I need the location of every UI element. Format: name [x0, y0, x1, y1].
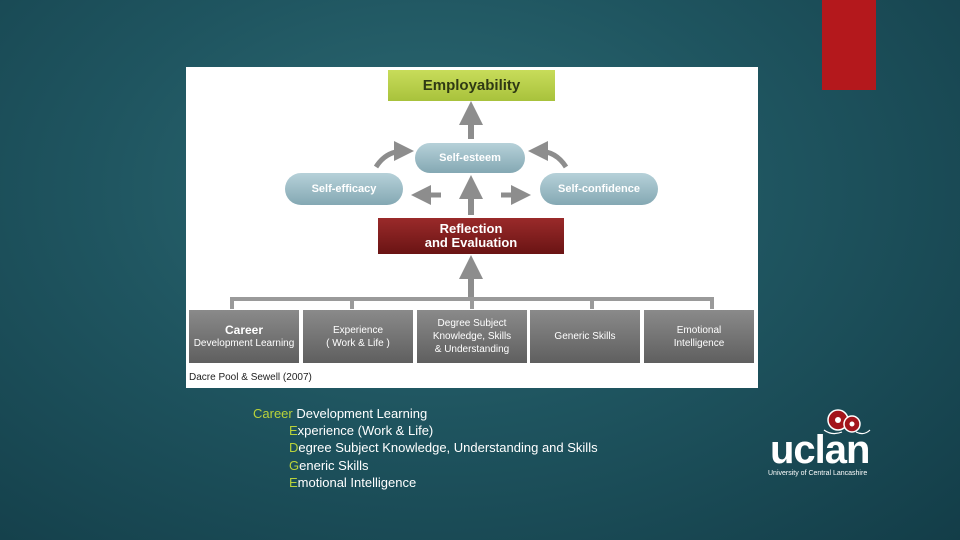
diagram-citation: Dacre Pool & Sewell (2007) — [189, 372, 312, 383]
component-experience-title: Experience — [332, 324, 384, 336]
reflection-line2: and Evaluation — [424, 235, 518, 250]
reflection-evaluation-box: Reflection and Evaluation — [378, 218, 564, 254]
component-career-title: Career — [224, 322, 264, 337]
acronym-item-degree: Degree Subject Knowledge, Understanding … — [289, 440, 598, 456]
uclan-logo: uclan University of Central Lancashire — [766, 406, 890, 482]
uclan-subtitle: University of Central Lancashire — [768, 470, 868, 477]
component-career-subtitle: Development Learning — [193, 337, 295, 349]
component-degree-line3: & Understanding — [434, 344, 510, 355]
curved-arrow-left — [373, 141, 414, 169]
self-efficacy-pill: Self-efficacy — [285, 173, 403, 205]
component-degree-line2: Knowledge, Skills — [432, 331, 512, 342]
self-confidence-pill: Self-confidence — [540, 173, 658, 205]
self-esteem-pill: Self-esteem — [415, 143, 525, 173]
component-emotional-intelligence: Emotional Intelligence — [644, 310, 754, 363]
component-emotional-title: Emotional — [676, 324, 722, 336]
acronym-list: Career Development Learning Experience (… — [253, 405, 598, 491]
component-experience: Experience ( Work & Life ) — [303, 310, 413, 363]
curved-arrow-right — [528, 141, 569, 169]
rose-emblem-icon — [823, 409, 871, 435]
component-degree: Degree Subject Knowledge, Skills & Under… — [417, 310, 527, 363]
acronym-item-generic: Generic Skills — [289, 457, 369, 473]
component-career: Career Development Learning — [189, 310, 299, 363]
component-generic-skills-title: Generic Skills — [554, 331, 616, 342]
component-emotional-subtitle: Intelligence — [673, 337, 725, 349]
diagram-connectors — [230, 101, 714, 309]
uclan-wordmark: uclan — [770, 428, 870, 472]
acronym-item-career: Career Development Learning — [253, 406, 428, 421]
employability-box: Employability — [388, 70, 555, 101]
component-generic-skills: Generic Skills — [530, 310, 640, 363]
acronym-item-emotional: Emotional Intelligence — [289, 474, 417, 490]
component-experience-subtitle: ( Work & Life ) — [326, 337, 390, 349]
acronym-item-experience: Experience (Work & Life) — [289, 423, 434, 439]
career-edge-diagram: Employability Self-esteem Self-efficacy … — [186, 67, 758, 388]
component-degree-line1: Degree Subject — [437, 318, 507, 329]
reflection-line1: Reflection — [439, 221, 503, 236]
red-corner-tab — [822, 0, 876, 90]
